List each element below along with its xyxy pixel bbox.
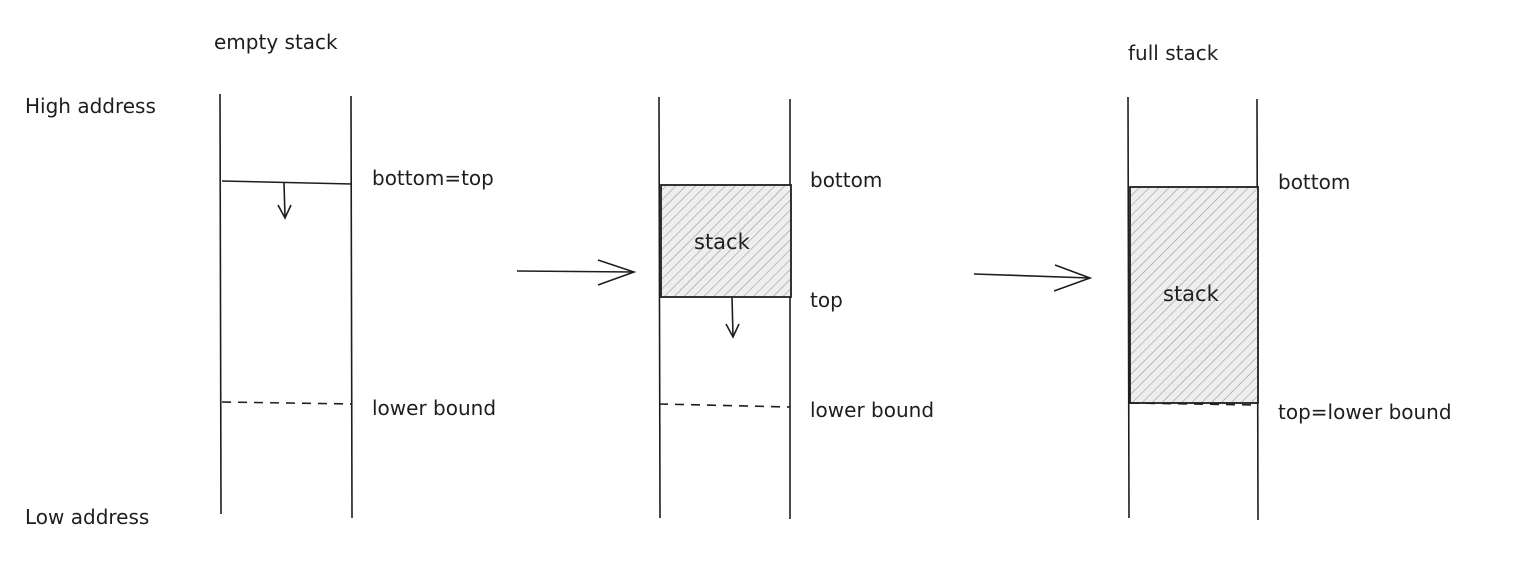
high-address-label: High address [25,94,156,118]
stack-block-label: stack [1163,282,1220,306]
bottom-top-line [221,180,353,185]
top-lower-bound-label: top=lower bound [1278,400,1452,424]
top-label: top [810,288,843,312]
arrow-down-icon [725,296,740,339]
stack-block-hatch [1129,186,1259,404]
panel-partial-stack [658,96,792,519]
stack-left-wall [658,96,661,519]
transition-arrow-icon [973,264,1093,292]
stack-left-wall [219,93,222,515]
lower-bound-label: lower bound [810,398,935,422]
bottom-label: bottom [1278,170,1351,194]
stack-left-wall [1127,96,1130,519]
stack-block-label: stack [694,230,751,254]
low-address-label: Low address [25,505,150,529]
bottom-top-label: bottom=top [372,166,494,190]
lower-bound-dashed-line [658,403,791,408]
lower-bound-dashed-line [1129,402,1259,406]
stack-right-wall [350,95,353,519]
lower-bound-dashed-line [221,401,353,405]
arrow-down-icon [277,182,292,220]
stack-block-hatch [660,184,792,298]
lower-bound-label: lower bound [372,396,497,420]
panel-title: full stack [1128,41,1219,65]
panel-title: empty stack [214,30,338,54]
bottom-label: bottom [810,168,883,192]
transition-arrow-icon [516,259,637,286]
panel-empty-stack [219,93,353,519]
panel-full-stack [1127,96,1259,521]
